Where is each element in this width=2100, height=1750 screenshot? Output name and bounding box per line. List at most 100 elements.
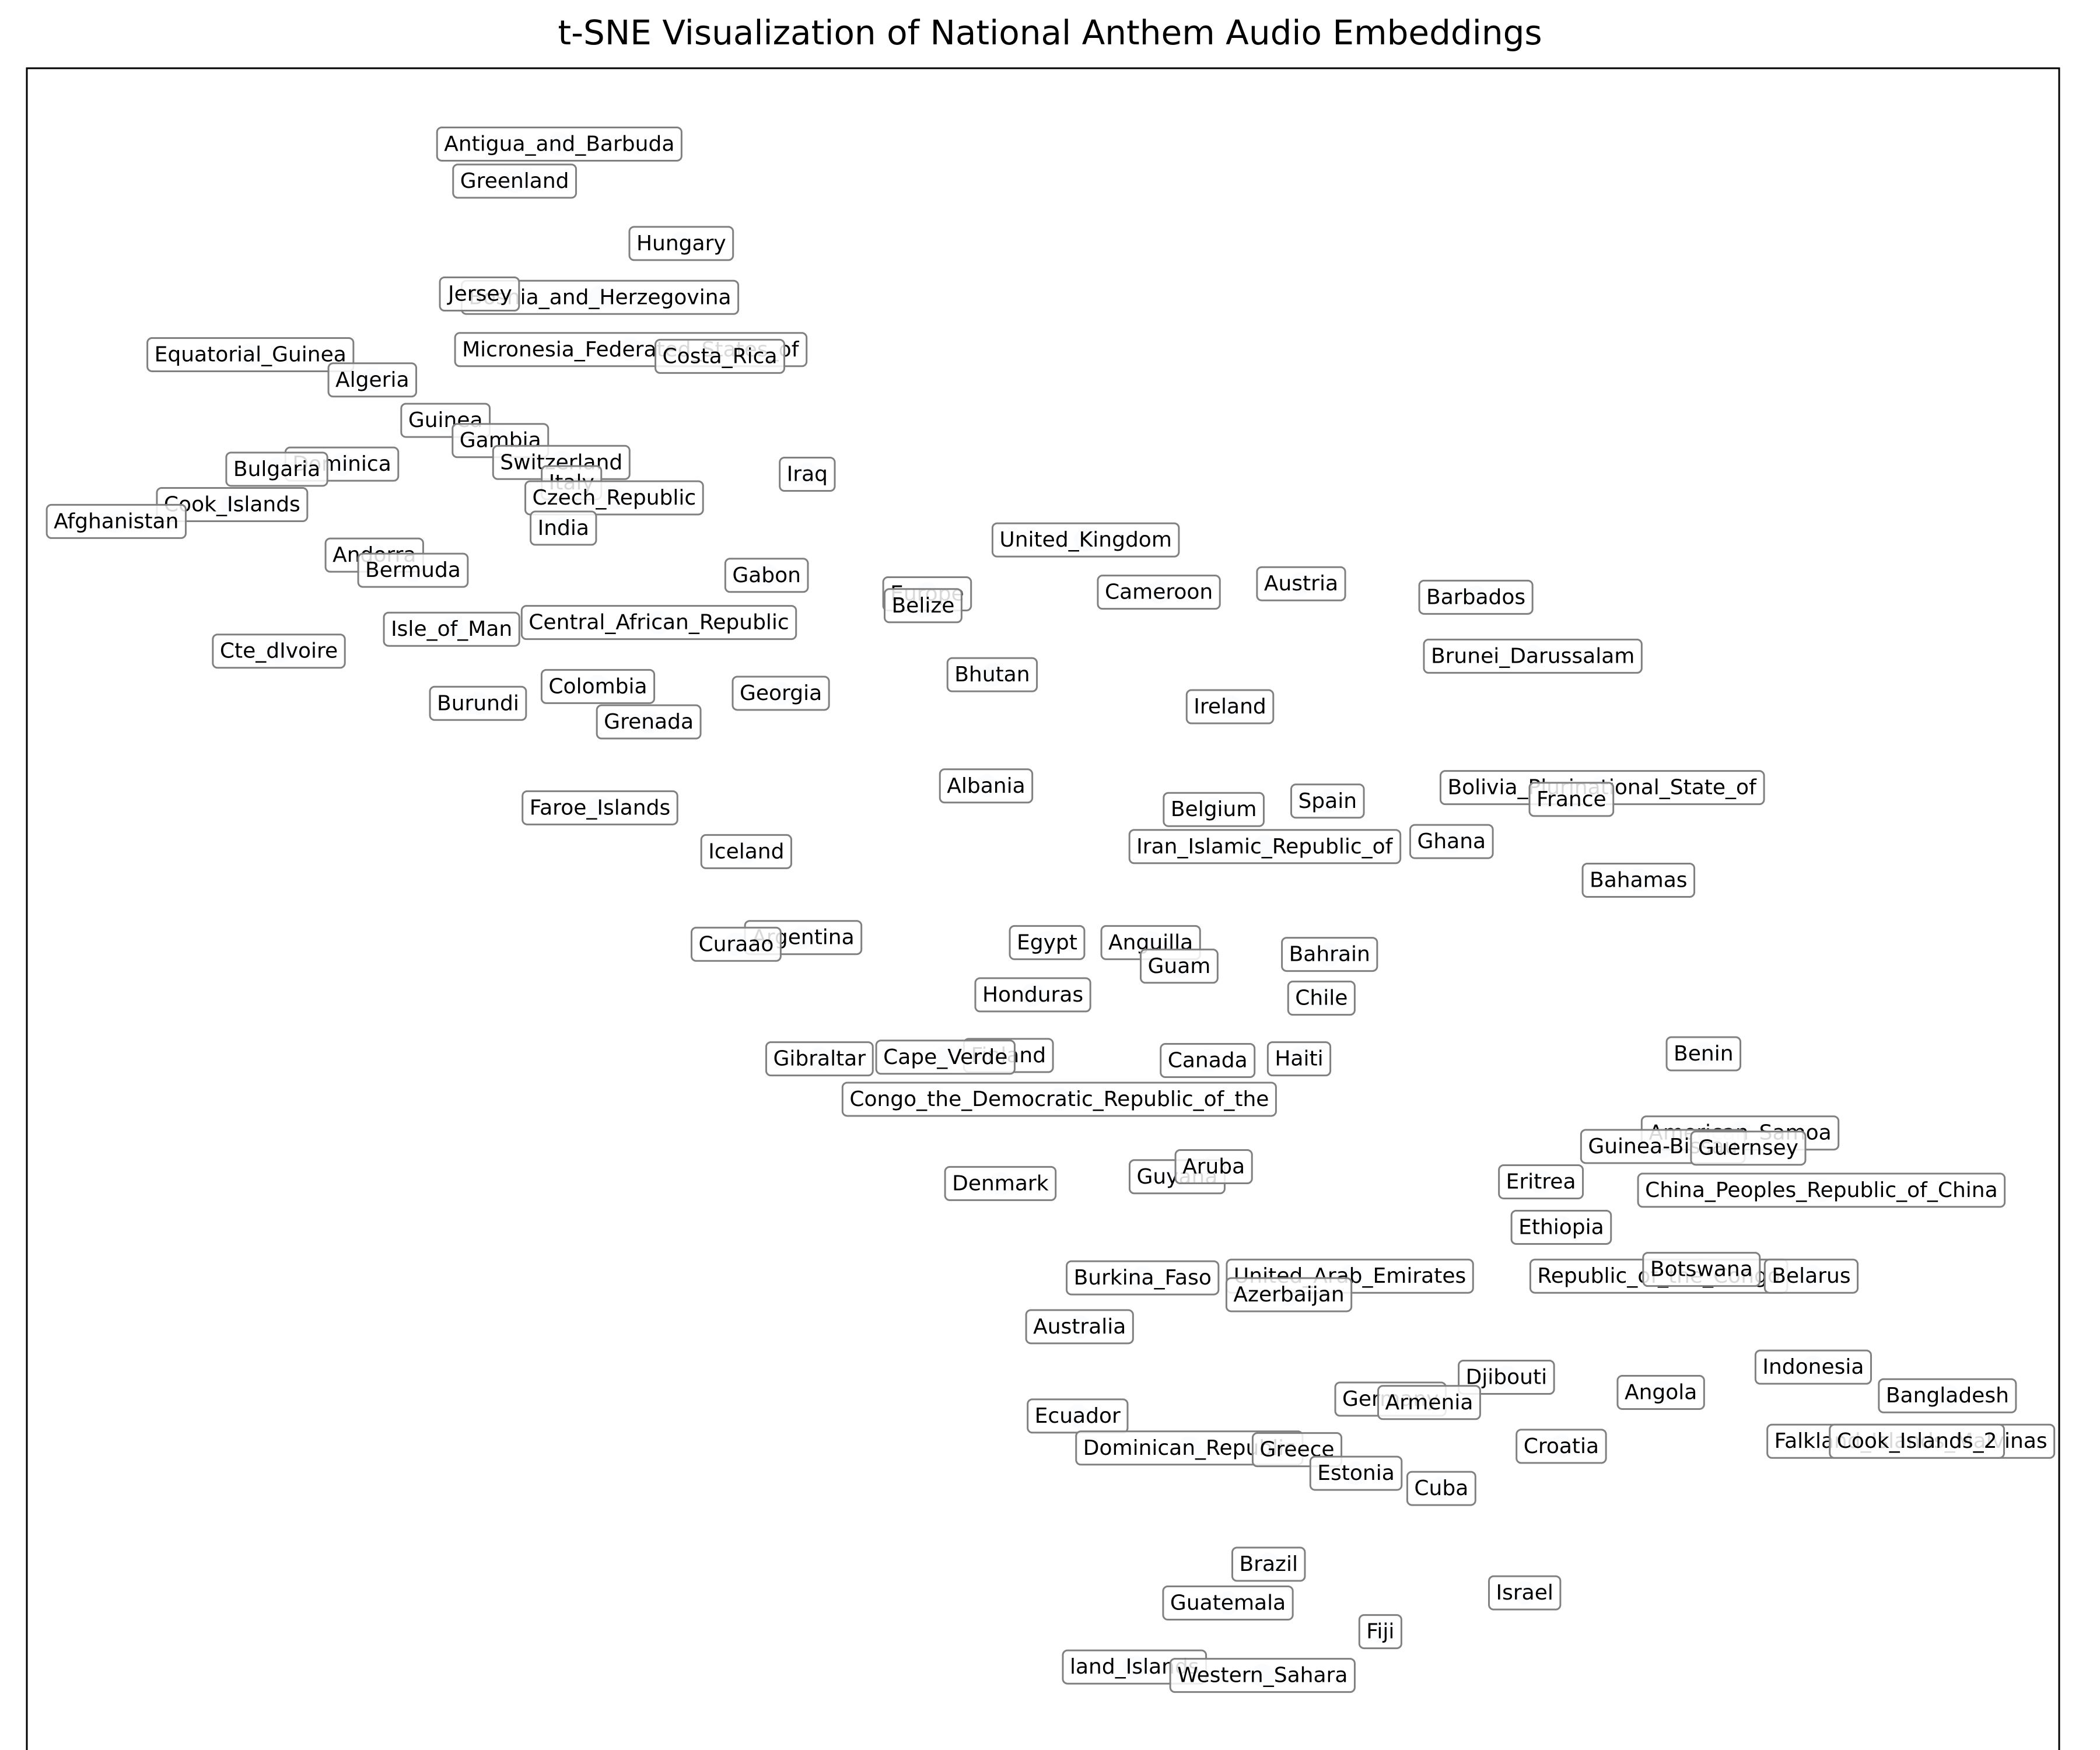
point-label-text: Cameroon [1105, 580, 1213, 604]
point-label: Costa_Rica [654, 338, 786, 374]
point-label: Faroe_Islands [522, 790, 678, 825]
point-label: Albania [939, 768, 1034, 804]
point-label: Cape_Verde [875, 1040, 1016, 1075]
point-label: Belize [883, 588, 963, 624]
point-label-box [765, 1041, 874, 1077]
point-label-text: Western_Sahara [1177, 1664, 1348, 1688]
point-label-box [1690, 1130, 1807, 1166]
point-label-box [522, 790, 678, 825]
point-label-text: India [538, 516, 589, 540]
point-label-text: Brazil [1239, 1552, 1297, 1576]
point-label: Belarus [1763, 1258, 1859, 1294]
point-label: Angola [1616, 1374, 1705, 1410]
point-label: Aruba [1174, 1149, 1253, 1184]
point-label: Curaao [690, 926, 782, 962]
point-label-text: Curaao [698, 932, 774, 956]
point-label-box [1377, 1385, 1481, 1420]
point-label-text: Barbados [1426, 585, 1525, 609]
point-label: Isle_of_Man [383, 611, 520, 647]
point-label-box [1829, 1423, 2006, 1459]
point-label-text: Bahrain [1289, 943, 1370, 967]
point-label-box [1642, 1252, 1761, 1287]
point-label: Cook_Islands [156, 487, 309, 522]
label-layer: Antigua_and_BarbudaGreenlandHungaryBosni… [46, 126, 2056, 1693]
point-label-box [540, 668, 656, 704]
point-label-text: United_Kingdom [999, 528, 1172, 552]
point-label-box [1266, 1041, 1332, 1077]
point-label: Central_African_Republic [520, 605, 797, 640]
point-label: Bolivia_Plurinational_State_of [1439, 770, 1765, 806]
point-label-box [1754, 1349, 1872, 1385]
point-label-box [841, 1082, 1277, 1117]
point-label: Czech_Republic [524, 480, 704, 516]
point-label: Iraq [779, 457, 836, 492]
point-label-box [357, 552, 469, 588]
point-label-text: Afghanistan [54, 509, 178, 533]
point-label-text: Algeria [335, 368, 410, 392]
chart-title: t-SNE Visualization of National Anthem A… [558, 13, 1542, 52]
point-label-text: Bulgaria [233, 457, 320, 481]
point-label-text: Belarus [1772, 1264, 1850, 1288]
point-label-box [146, 337, 355, 372]
point-label: Ecuador [1027, 1398, 1129, 1434]
point-label-text: Ireland [1194, 695, 1266, 719]
point-label-box [1458, 1359, 1555, 1395]
point-label-text: Bahamas [1590, 869, 1688, 892]
point-label-text: Bhutan [954, 663, 1030, 687]
point-label-box [1498, 1164, 1584, 1199]
point-label-box [1616, 1374, 1705, 1410]
point-label: Guernsey [1690, 1130, 1807, 1166]
point-label-box [1516, 1429, 1607, 1464]
point-label-box [1510, 1209, 1612, 1245]
point-label-box [1287, 981, 1356, 1016]
point-label-box [991, 522, 1180, 558]
point-label: Colombia [540, 668, 656, 704]
point-label-box [1763, 1258, 1859, 1294]
point-label: Ghana [1409, 824, 1494, 859]
point-label-text: Austria [1264, 572, 1338, 596]
point-label-text: Fiji [1366, 1620, 1394, 1644]
point-label-text: Isle_of_Man [391, 617, 512, 641]
point-label-text: Bermuda [365, 558, 461, 582]
point-label-box [439, 276, 520, 312]
point-label: Armenia [1377, 1385, 1481, 1420]
point-label-box [1225, 1277, 1353, 1312]
point-label-text: China_Peoples_Republic_of_China [1645, 1178, 1998, 1202]
point-label: Iran_Islamic_Republic_of [1128, 829, 1402, 864]
point-label-box [779, 457, 836, 492]
point-label-box [530, 510, 597, 546]
point-label: Guam [1140, 949, 1219, 984]
point-label: Eritrea [1498, 1164, 1584, 1199]
point-label-box [1581, 863, 1696, 898]
point-label-text: Egypt [1017, 930, 1077, 954]
point-label: Ethiopia [1510, 1209, 1612, 1245]
point-label: Indonesia [1754, 1349, 1872, 1385]
point-label: Estonia [1309, 1455, 1403, 1491]
point-label: France [1528, 782, 1615, 817]
point-label: Gabon [724, 558, 809, 593]
point-label-text: Guernsey [1698, 1136, 1798, 1160]
point-label-text: Cape_Verde [883, 1045, 1007, 1069]
point-label-box [946, 657, 1038, 692]
point-label-box [1025, 1309, 1134, 1345]
point-label: Cameroon [1097, 575, 1221, 610]
point-label: Egypt [1009, 925, 1086, 960]
point-label: Guatemala [1162, 1585, 1294, 1620]
point-label-text: Ethiopia [1518, 1215, 1604, 1239]
point-label-text: Indonesia [1762, 1355, 1864, 1379]
point-label: Denmark [944, 1166, 1057, 1201]
point-label: Greenland [452, 163, 578, 199]
point-label-text: Cte_dIvoire [220, 639, 338, 663]
point-label: Jersey [439, 276, 520, 312]
point-label: Equatorial_Guinea [146, 337, 355, 372]
point-label: Azerbaijan [1225, 1277, 1353, 1312]
point-label: Belgium [1163, 792, 1265, 827]
point-label-text: Israel [1496, 1581, 1553, 1605]
point-label: Bulgaria [225, 452, 328, 487]
point-label-box [974, 977, 1091, 1013]
point-label-text: Ecuador [1035, 1404, 1121, 1428]
plot-frame [26, 67, 2060, 1750]
point-label-box [1406, 1471, 1476, 1506]
point-label-text: Eritrea [1506, 1170, 1576, 1194]
point-label-text: Cook_Islands_2 [1837, 1429, 1997, 1453]
